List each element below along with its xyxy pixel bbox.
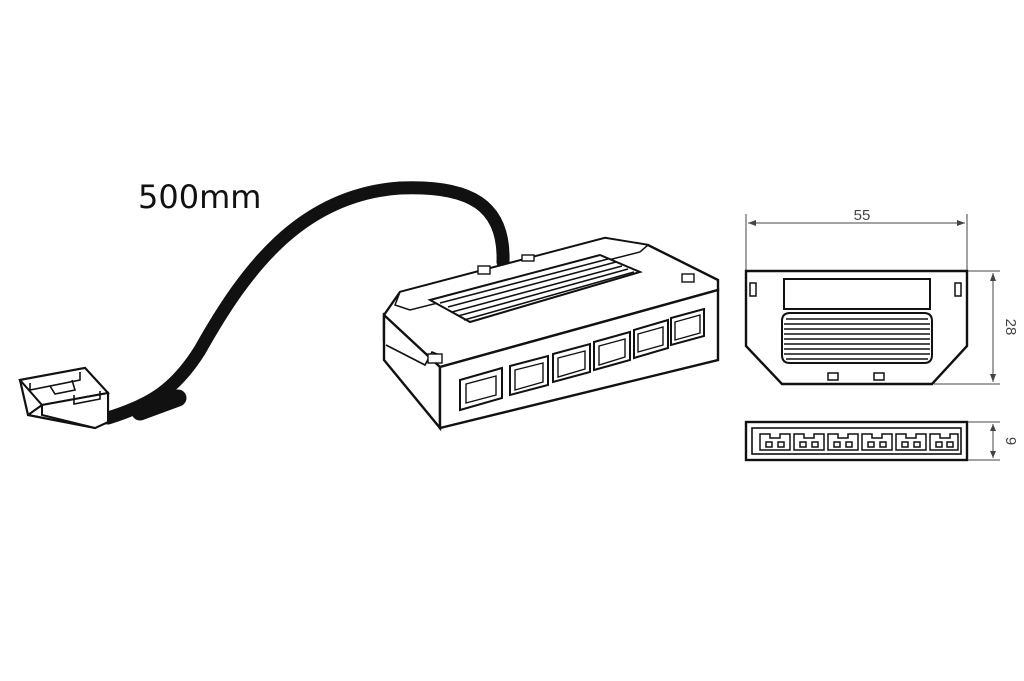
cable-sleeve bbox=[131, 389, 187, 421]
junction-box bbox=[382, 236, 720, 432]
port bbox=[593, 330, 631, 372]
port bbox=[633, 318, 669, 360]
port bbox=[509, 354, 549, 397]
cable bbox=[101, 181, 510, 425]
plug-connector bbox=[18, 366, 110, 430]
height-label: 28 bbox=[1002, 319, 1019, 336]
width-label: 55 bbox=[854, 207, 871, 224]
port bbox=[670, 307, 705, 347]
bottom-view bbox=[744, 420, 969, 462]
width-dimension: 55 bbox=[745, 207, 968, 270]
depth-label: 9 bbox=[1002, 437, 1019, 445]
cable-length-label: 500mm bbox=[138, 178, 262, 216]
port bbox=[459, 366, 503, 412]
height-dimension: 28 bbox=[934, 270, 1019, 385]
depth-dimension: 9 bbox=[968, 421, 1019, 461]
port bbox=[552, 342, 591, 384]
front-view bbox=[744, 269, 969, 386]
